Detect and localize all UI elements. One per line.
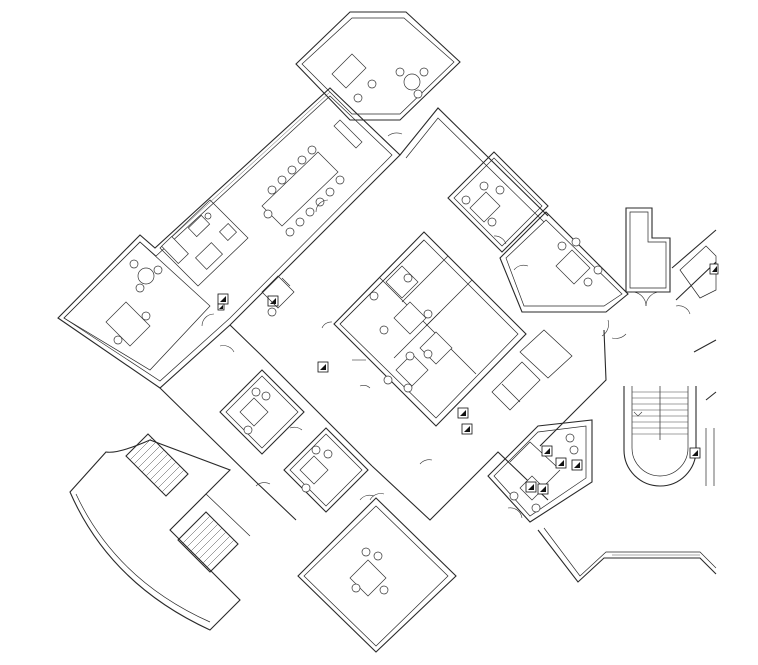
tag-i xyxy=(537,483,549,495)
kitchenette xyxy=(159,199,249,287)
central-workstations xyxy=(369,265,453,393)
tag-b xyxy=(267,295,279,307)
tag-m xyxy=(217,303,225,311)
tag-a xyxy=(217,293,229,305)
central-office-block xyxy=(333,231,573,427)
offices-upper-right xyxy=(447,151,629,313)
tag-h xyxy=(525,481,537,493)
office-top xyxy=(295,11,461,137)
terrace-stair-upper xyxy=(125,433,189,497)
tag-j xyxy=(689,447,701,459)
office-wing-left xyxy=(63,241,211,371)
curved-terrace xyxy=(69,433,251,631)
offices-middle-left xyxy=(219,369,375,513)
curtain-wall-bottom xyxy=(537,527,717,583)
room-tags xyxy=(217,263,719,495)
office-bottom xyxy=(297,493,457,653)
tag-c xyxy=(317,361,329,373)
stair-u-shape xyxy=(623,386,715,487)
reception-lower-right xyxy=(487,419,593,523)
tag-g xyxy=(555,457,567,469)
conference-table xyxy=(261,145,345,237)
vestibule-right xyxy=(601,207,717,401)
conference-wing xyxy=(57,87,401,389)
tag-d xyxy=(457,407,469,419)
tag-e xyxy=(461,423,473,435)
central-corridor xyxy=(159,107,607,521)
tag-f xyxy=(541,445,553,457)
tag-l xyxy=(571,459,583,471)
restroom-fixture xyxy=(261,275,295,317)
terrace-stair-lower xyxy=(177,511,239,573)
tag-k xyxy=(709,263,719,275)
